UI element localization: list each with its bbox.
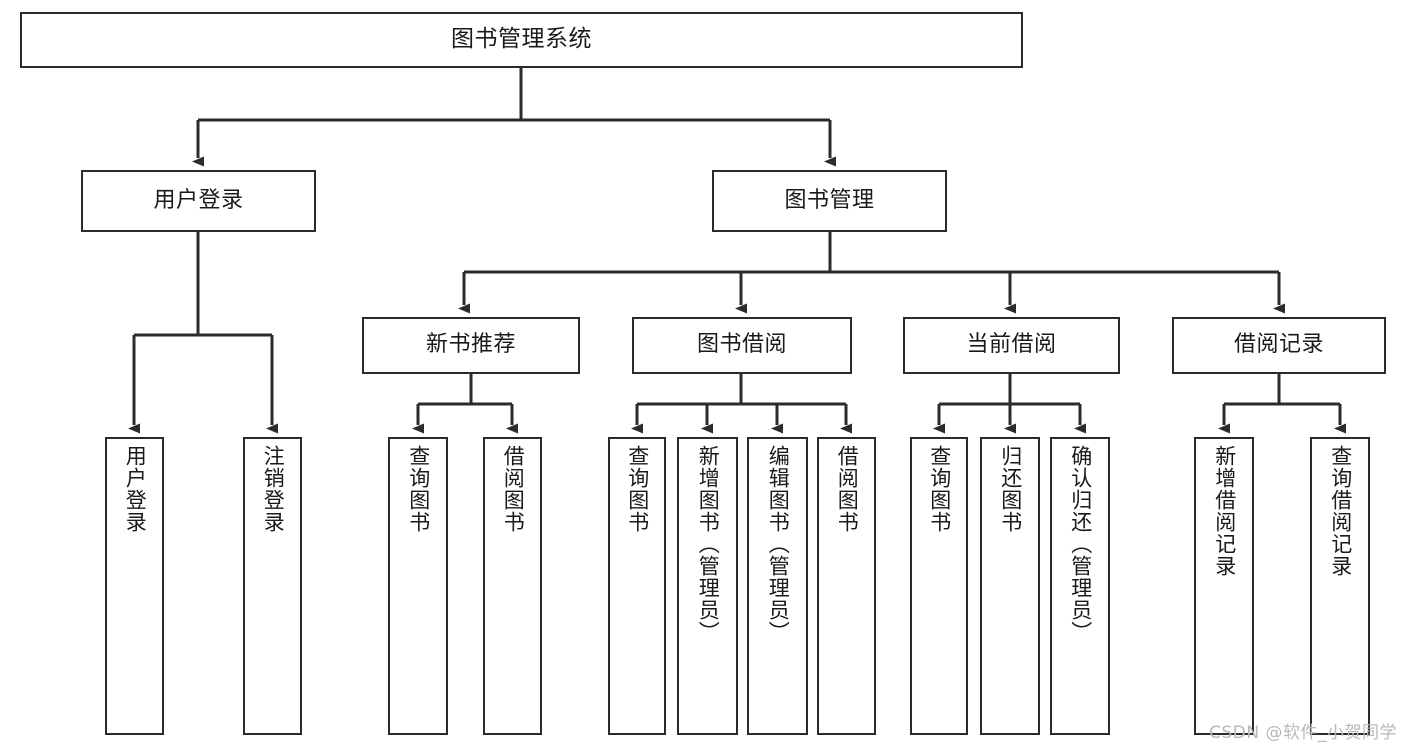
- leaf-edit-book-admin[interactable]: 编辑图书（管理员）: [747, 437, 808, 735]
- leaf-query-book-newbook[interactable]: 查询图书: [388, 437, 448, 735]
- node-label: 确认归还（管理员）: [1068, 445, 1093, 643]
- leaf-return-book[interactable]: 归还图书: [980, 437, 1040, 735]
- node-label: 新增借阅记录: [1212, 445, 1237, 577]
- node-label: 编辑图书（管理员）: [766, 445, 791, 643]
- node-label: 查询图书: [927, 445, 952, 533]
- node-book-borrow[interactable]: 图书借阅: [632, 317, 852, 374]
- node-label: 借阅图书: [835, 445, 860, 533]
- node-current-borrow[interactable]: 当前借阅: [903, 317, 1120, 374]
- node-user-login[interactable]: 用户登录: [81, 170, 316, 232]
- csdn-watermark: CSDN @软件_小贺同学: [1209, 723, 1397, 743]
- leaf-user-login[interactable]: 用户登录: [105, 437, 164, 735]
- node-label: 图书管理系统: [451, 26, 592, 53]
- node-root-book-management-system[interactable]: 图书管理系统: [20, 12, 1023, 68]
- node-borrow-records[interactable]: 借阅记录: [1172, 317, 1386, 374]
- leaf-borrow-book-newbook[interactable]: 借阅图书: [483, 437, 542, 735]
- leaf-add-book-admin[interactable]: 新增图书（管理员）: [677, 437, 738, 735]
- node-new-book-recommend[interactable]: 新书推荐: [362, 317, 580, 374]
- leaf-confirm-return-admin[interactable]: 确认归还（管理员）: [1050, 437, 1110, 735]
- node-label: 查询图书: [625, 445, 650, 533]
- node-label: 借阅图书: [501, 445, 526, 533]
- leaf-user-logout[interactable]: 注销登录: [243, 437, 302, 735]
- leaf-borrow-book-borrow[interactable]: 借阅图书: [817, 437, 876, 735]
- node-label: 用户登录: [123, 445, 148, 533]
- leaf-add-borrow-record[interactable]: 新增借阅记录: [1194, 437, 1254, 735]
- leaf-query-book-current[interactable]: 查询图书: [910, 437, 968, 735]
- leaf-query-borrow-record[interactable]: 查询借阅记录: [1310, 437, 1370, 735]
- node-label: 图书借阅: [696, 332, 787, 358]
- node-label: 新增图书（管理员）: [696, 445, 721, 643]
- node-book-management[interactable]: 图书管理: [712, 170, 947, 232]
- node-label: 用户登录: [153, 187, 244, 213]
- node-label: 新书推荐: [425, 332, 516, 358]
- node-label: 当前借阅: [966, 332, 1057, 358]
- node-label: 查询借阅记录: [1328, 445, 1353, 577]
- leaf-query-book-borrow[interactable]: 查询图书: [608, 437, 666, 735]
- node-label: 注销登录: [261, 445, 286, 533]
- node-label: 图书管理: [784, 187, 875, 213]
- node-label: 查询图书: [406, 445, 431, 533]
- node-label: 归还图书: [998, 445, 1023, 533]
- node-label: 借阅记录: [1233, 332, 1324, 358]
